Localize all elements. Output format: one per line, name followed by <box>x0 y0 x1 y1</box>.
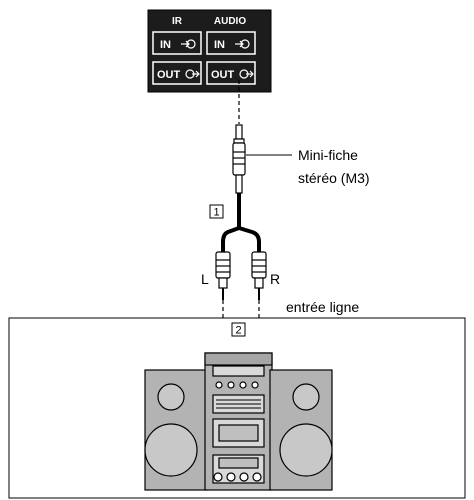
audio-out-label: OUT <box>211 69 235 81</box>
input-arrow-icon <box>235 39 250 49</box>
audio-in-terminal: IN <box>206 31 256 55</box>
number-badge-2: 2 <box>231 322 246 337</box>
number-badge-2-text: 2 <box>235 325 241 337</box>
stereo-system-icon <box>144 352 333 491</box>
number-badge-1: 1 <box>209 204 224 219</box>
ir-header: IR <box>172 16 183 27</box>
audio-in-label: IN <box>214 39 225 51</box>
audio-out-terminal: OUT <box>206 61 256 85</box>
terminal-panel: IR AUDIO IN IN OUT <box>147 9 272 93</box>
rca-plug-left-icon <box>215 251 231 300</box>
rca-plug-right-icon <box>251 251 267 300</box>
input-arrow-icon <box>181 39 196 49</box>
mini-plug-label-line2: stéréo (M3) <box>298 170 370 186</box>
ir-out-label: OUT <box>157 69 181 81</box>
line-input-label: entrée ligne <box>286 299 359 315</box>
ir-in-terminal: IN <box>152 31 202 55</box>
left-channel-label: L <box>201 271 209 287</box>
audio-header: AUDIO <box>214 16 246 27</box>
ir-in-label: IN <box>160 39 171 51</box>
output-arrow-icon <box>185 69 200 79</box>
number-badge-1-text: 1 <box>213 207 219 219</box>
cable <box>221 193 261 252</box>
mini-plug-label-line1: Mini-fiche <box>298 147 358 163</box>
mini-plug-icon <box>232 124 246 194</box>
output-arrow-icon <box>239 69 254 79</box>
right-channel-label: R <box>270 271 280 287</box>
ir-out-terminal: OUT <box>152 61 202 85</box>
